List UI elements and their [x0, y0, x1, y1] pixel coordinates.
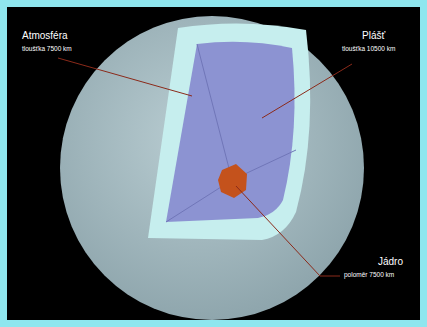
part-name: Jádro — [378, 256, 403, 267]
atmosphere-cutaway — [148, 23, 310, 240]
leader-line — [262, 64, 352, 118]
part-name: Atmosféra — [22, 30, 68, 41]
part-name: Plášť — [362, 30, 385, 41]
dimension: tloušťka 10500 km — [342, 45, 395, 52]
cut-edge — [197, 44, 232, 180]
dimension: tloušťka 7500 km — [22, 45, 72, 52]
planet-disc — [60, 16, 364, 320]
mantle-cutaway — [166, 42, 295, 222]
black-ground — [7, 7, 420, 320]
dimension: poloměr 7500 km — [344, 271, 394, 278]
leader-line — [58, 58, 192, 96]
leader-line — [236, 186, 340, 276]
